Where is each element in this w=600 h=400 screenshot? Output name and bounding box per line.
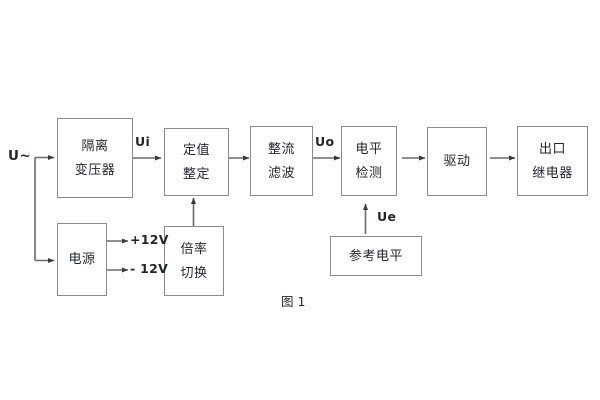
block-reference-level[interactable]: 参考电平 (330, 236, 422, 276)
block-output-relay-line2: 继电器 (532, 165, 573, 181)
signal-label-ui: Ui (135, 134, 151, 149)
block-rectify-filter-line1: 整流 (267, 141, 295, 157)
block-multiplier-switch-line2: 切换 (180, 265, 208, 281)
block-level-detection[interactable]: 电平 检测 (341, 126, 397, 196)
signal-label-uo: Uo (315, 134, 335, 149)
block-setting-value-line2: 整定 (182, 166, 210, 182)
block-isolation-transformer-line1: 隔离 (81, 138, 109, 154)
signal-label-positive-12v: +12V (130, 232, 169, 247)
block-drive[interactable]: 驱动 (427, 127, 487, 196)
figure-caption: 图 1 (281, 294, 306, 309)
block-reference-level-line1: 参考电平 (348, 248, 403, 264)
block-power-supply[interactable]: 电源 (57, 223, 107, 296)
block-power-supply-line1: 电源 (68, 252, 96, 267)
signal-label-negative-12v: - 12V (130, 261, 169, 276)
block-output-relay[interactable]: 出口 继电器 (517, 126, 588, 196)
block-rectify-filter[interactable]: 整流 滤波 (250, 126, 313, 196)
block-isolation-transformer-line2: 变压器 (74, 162, 116, 178)
block-setting-value[interactable]: 定值 整定 (164, 128, 229, 196)
block-level-detection-line2: 检测 (355, 165, 383, 181)
block-drive-line1: 驱动 (443, 154, 471, 169)
input-source-label: U~ (8, 148, 32, 164)
block-multiplier-switch-line1: 倍率 (180, 241, 208, 257)
block-output-relay-line1: 出口 (538, 141, 566, 157)
signal-label-ue: Ue (377, 209, 397, 224)
block-rectify-filter-line2: 滤波 (267, 165, 295, 181)
block-multiplier-switch[interactable]: 倍率 切换 (164, 226, 224, 296)
block-setting-value-line1: 定值 (182, 142, 210, 158)
block-isolation-transformer[interactable]: 隔离 变压器 (57, 118, 133, 198)
block-level-detection-line1: 电平 (355, 141, 383, 157)
